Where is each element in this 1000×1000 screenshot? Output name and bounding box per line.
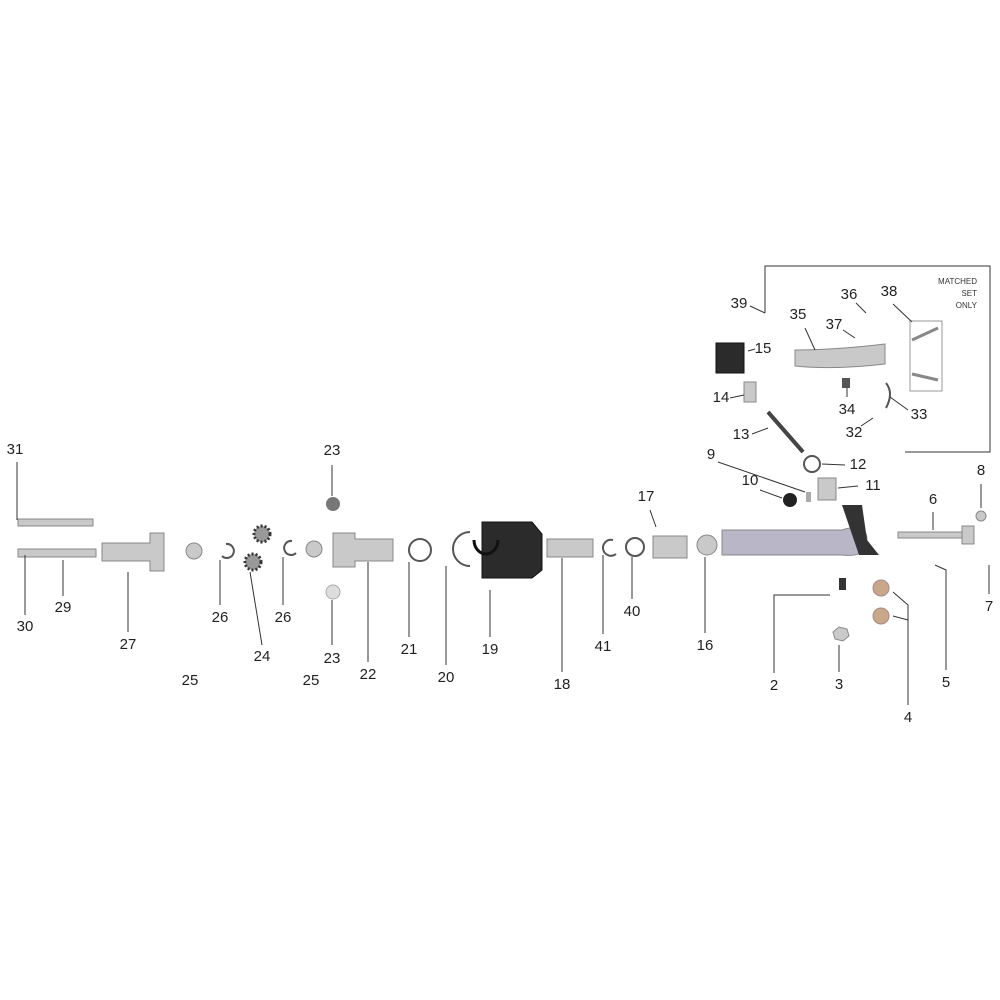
part-38-clip <box>911 326 939 342</box>
part-6-head <box>961 525 975 545</box>
part-33-spring <box>885 382 891 409</box>
callout-23: 23 <box>324 650 341 667</box>
part-38-box <box>909 320 943 392</box>
part-30-shaft <box>17 548 97 558</box>
part-handle-tip <box>842 505 879 555</box>
part-4-washer <box>872 607 890 625</box>
callout-4: 4 <box>904 709 912 726</box>
callout-8: 8 <box>977 462 985 479</box>
part-31-shaft <box>17 518 94 527</box>
part-12-ring <box>803 455 821 473</box>
callout-25: 25 <box>303 672 320 689</box>
part-8-nut <box>975 510 987 522</box>
callout-41: 41 <box>595 638 612 655</box>
callout-27: 27 <box>120 636 137 653</box>
part-19-loop <box>472 539 500 556</box>
part-35-lever <box>794 343 886 369</box>
matched-set-note-1: MATCHED <box>938 277 977 286</box>
part-10-button <box>783 493 797 507</box>
callout-3: 3 <box>835 676 843 693</box>
callout-35: 35 <box>790 306 807 323</box>
callout-20: 20 <box>438 669 455 686</box>
callout-10: 10 <box>742 472 759 489</box>
callout-30: 30 <box>17 618 34 635</box>
part-25-bearing <box>305 540 323 558</box>
callout-2: 2 <box>770 677 778 694</box>
part-25-bearing <box>185 542 203 560</box>
callout-21: 21 <box>401 641 418 658</box>
callout-17: 17 <box>638 488 655 505</box>
callout-40: 40 <box>624 603 641 620</box>
callout-9: 9 <box>707 446 715 463</box>
part-6-shaft <box>897 531 967 539</box>
callout-13: 13 <box>733 426 750 443</box>
matched-set-note-2: SET <box>961 289 977 298</box>
callout-7: 7 <box>985 598 993 615</box>
part-27-housing <box>101 532 165 572</box>
callout-26: 26 <box>275 609 292 626</box>
callout-11: 11 <box>865 477 881 494</box>
callout-18: 18 <box>554 676 571 693</box>
part-24-gear <box>243 552 263 572</box>
part-11-valve <box>817 477 837 501</box>
part-22-housing <box>332 532 394 568</box>
part-26-clip <box>283 539 297 556</box>
part-16-bearing <box>696 534 718 556</box>
callout-32: 32 <box>846 424 863 441</box>
part-14-sleeve <box>743 381 757 403</box>
part-4-washer <box>872 579 890 597</box>
leader-lines <box>16 302 990 705</box>
part-20-spring <box>452 531 471 567</box>
matched-set-note-3: ONLY <box>956 301 978 310</box>
part-23-bottom <box>325 584 341 600</box>
part-34 <box>842 378 850 388</box>
callout-19: 19 <box>482 641 499 658</box>
callout-12: 12 <box>850 456 867 473</box>
callout-25: 25 <box>182 672 199 689</box>
part-handle-grip <box>721 527 868 556</box>
callout-34: 34 <box>839 401 856 418</box>
callout-16: 16 <box>697 637 714 654</box>
callout-36: 36 <box>841 286 858 303</box>
part-2-screw <box>839 578 846 590</box>
callout-26: 26 <box>212 609 229 626</box>
parts <box>17 326 987 642</box>
part-24-gear <box>252 524 272 544</box>
callout-37: 37 <box>826 316 843 333</box>
callout-labels: 31 30 29 27 25 26 24 26 25 23 23 22 21 2… <box>7 283 994 726</box>
part-3-nut <box>832 626 850 642</box>
matched-set-box <box>764 265 991 453</box>
callout-29: 29 <box>55 599 72 616</box>
part-9-pin <box>806 492 811 502</box>
callout-15: 15 <box>755 340 772 357</box>
part-38-clip <box>911 372 939 382</box>
part-23-top <box>326 497 340 511</box>
callout-39: 39 <box>731 295 748 312</box>
callout-22: 22 <box>360 666 377 683</box>
part-41-clip <box>602 538 617 557</box>
callout-23: 23 <box>324 442 341 459</box>
part-15-cap <box>715 342 745 374</box>
part-19-boot <box>481 521 543 579</box>
part-17-sleeve <box>652 535 688 559</box>
part-26-clip <box>221 542 235 559</box>
part-18-sleeve <box>546 538 594 558</box>
part-21-ring <box>408 538 432 562</box>
callout-31: 31 <box>7 441 24 458</box>
part-13-rod <box>766 410 805 454</box>
callout-24: 24 <box>254 648 271 665</box>
part-40-ring <box>625 537 645 557</box>
callout-5: 5 <box>942 674 950 691</box>
callout-14: 14 <box>713 389 730 406</box>
callout-38: 38 <box>881 283 898 300</box>
callout-33: 33 <box>911 406 928 423</box>
callout-6: 6 <box>929 491 937 508</box>
